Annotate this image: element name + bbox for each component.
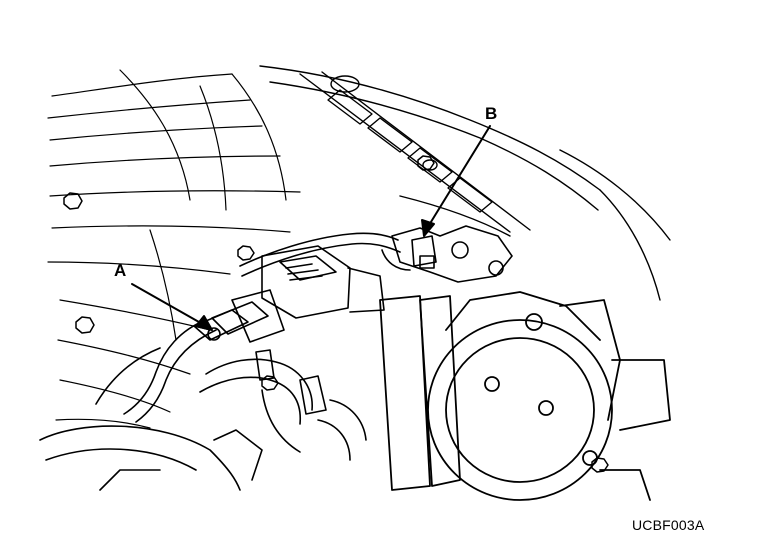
lower-left-housing bbox=[39, 425, 263, 491]
center-component bbox=[261, 245, 385, 319]
sensor-b-assembly bbox=[391, 225, 513, 283]
callout-leaders bbox=[131, 125, 491, 331]
callout-label-b: B bbox=[485, 104, 498, 123]
arrowhead-b bbox=[421, 219, 435, 237]
bolt-heads bbox=[63, 155, 609, 473]
figure-code: UCBF003A bbox=[632, 517, 705, 533]
leader-line-b bbox=[425, 125, 491, 231]
throttle-body bbox=[379, 291, 671, 501]
leader-line-a bbox=[131, 283, 207, 327]
wiring-harness bbox=[95, 232, 411, 423]
arrowhead-a bbox=[195, 315, 213, 331]
cowl-bracket bbox=[259, 65, 671, 301]
connector-a-assembly bbox=[193, 289, 285, 343]
callout-label-a: A bbox=[114, 261, 127, 280]
hoses bbox=[199, 349, 367, 461]
intake-manifold bbox=[47, 69, 301, 429]
